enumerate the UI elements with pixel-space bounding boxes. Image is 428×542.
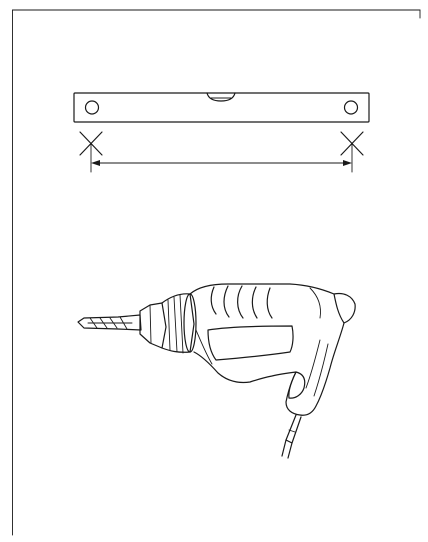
- power-drill-icon: [77, 283, 356, 459]
- drill-body: [189, 283, 356, 416]
- cross-mark-right: [340, 131, 364, 173]
- level-hole-left: [84, 100, 100, 115]
- cross-mark-left: [79, 131, 103, 173]
- drill-handle: [305, 339, 329, 397]
- drill-chuck: [139, 293, 197, 354]
- spirit-level-icon: [73, 92, 370, 123]
- drill-hole-mark-icon: [79, 131, 364, 173]
- drill-trigger: [288, 371, 306, 399]
- spacing-dimension-arrow-icon: [91, 160, 352, 166]
- drill-power-cord: [281, 414, 302, 459]
- page-border: [12, 9, 421, 536]
- drill-bit: [77, 314, 142, 331]
- level-hole-right: [343, 100, 359, 115]
